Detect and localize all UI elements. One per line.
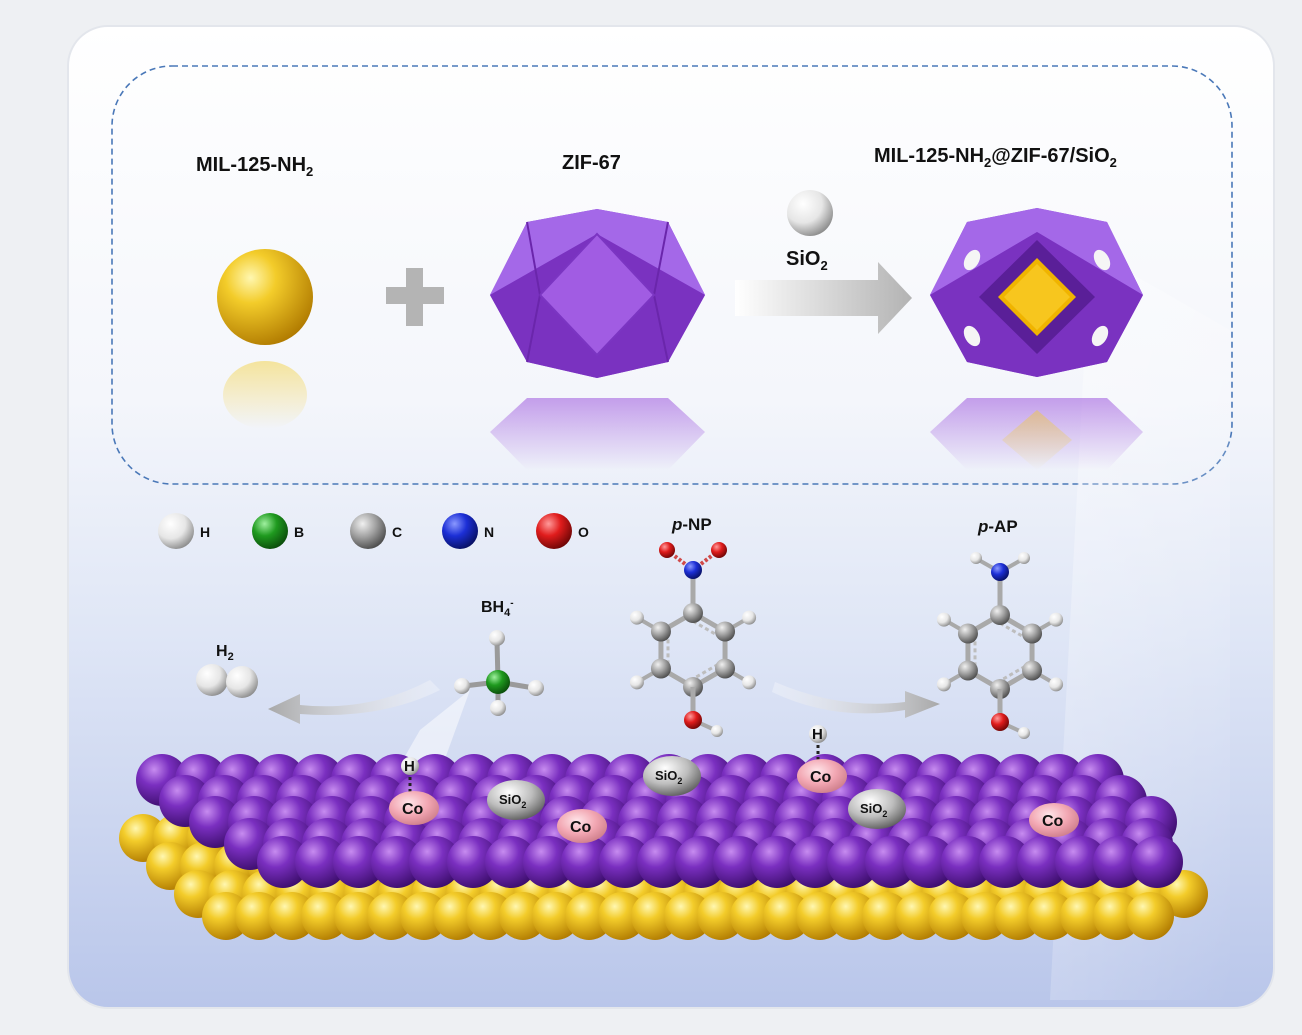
co-site: H Co bbox=[389, 757, 439, 825]
co-site: H Co bbox=[797, 725, 847, 793]
adsorbed-h-atom bbox=[401, 757, 419, 775]
co-label: Co bbox=[402, 801, 424, 818]
sio2-label: SiO2 bbox=[499, 792, 526, 810]
legend-symbol: N bbox=[484, 524, 494, 540]
h2-label: H2 bbox=[216, 643, 234, 663]
legend-item-b: B bbox=[252, 513, 304, 549]
zif67-reflection bbox=[490, 398, 705, 470]
sio2-reagent-sphere bbox=[787, 190, 833, 236]
plus-icon bbox=[386, 268, 444, 326]
legend-symbol: C bbox=[392, 524, 402, 540]
sio2-reagent-label: SiO2 bbox=[786, 248, 828, 273]
legend-symbol: B bbox=[294, 524, 304, 540]
zif67-dodecahedron bbox=[490, 209, 705, 378]
product-core-reflection bbox=[1002, 410, 1072, 470]
legend-item-c: C bbox=[350, 513, 402, 549]
bh4-label: BH4- bbox=[481, 598, 514, 619]
legend-atom-n bbox=[442, 513, 478, 549]
sio2-particle: SiO2 bbox=[487, 780, 545, 820]
adsorbed-h-atom bbox=[809, 725, 827, 743]
co-label: Co bbox=[1042, 813, 1064, 830]
sio2-label: SiO2 bbox=[860, 801, 887, 819]
adsorbed-h-label: H bbox=[404, 758, 415, 775]
legend-symbol: H bbox=[200, 524, 210, 540]
zif67-title: ZIF-67 bbox=[562, 152, 621, 174]
mil125-sphere bbox=[217, 249, 313, 345]
legend-item-o: O bbox=[536, 513, 589, 549]
mil125-title: MIL-125-NH2 bbox=[196, 154, 313, 179]
pnp-molecule bbox=[629, 542, 757, 737]
legend-atom-b bbox=[252, 513, 288, 549]
mil125-reflection bbox=[223, 361, 307, 429]
synthesis-frame bbox=[111, 65, 1233, 485]
sio2-particle: SiO2 bbox=[848, 789, 906, 829]
legend-item-h: H bbox=[158, 513, 210, 549]
product-title: MIL-125-NH2@ZIF-67/SiO2 bbox=[874, 145, 1117, 170]
product-dodecahedron bbox=[930, 208, 1143, 377]
legend-atom-c bbox=[350, 513, 386, 549]
pnp-label: p-NP bbox=[671, 515, 712, 534]
bh4-molecule bbox=[454, 630, 544, 716]
co-site: Co bbox=[1029, 803, 1079, 837]
synthesis-arrow-icon bbox=[735, 262, 912, 334]
reduction-arrow-icon bbox=[772, 682, 940, 718]
sio2-label: SiO2 bbox=[655, 768, 682, 786]
pap-molecule bbox=[936, 552, 1064, 739]
sio2-particle: SiO2 bbox=[643, 756, 701, 796]
co-site: Co bbox=[557, 809, 607, 843]
h2-molecule bbox=[196, 664, 258, 698]
legend-atom-o bbox=[536, 513, 572, 549]
h2-release-arrow-icon bbox=[268, 680, 440, 724]
pap-label: p-AP bbox=[977, 517, 1018, 536]
legend-item-n: N bbox=[442, 513, 494, 549]
adsorbed-h-label: H bbox=[812, 726, 823, 743]
legend-atom-h bbox=[158, 513, 194, 549]
co-label: Co bbox=[810, 769, 832, 786]
co-label: Co bbox=[570, 819, 592, 836]
legend-symbol: O bbox=[578, 524, 589, 540]
